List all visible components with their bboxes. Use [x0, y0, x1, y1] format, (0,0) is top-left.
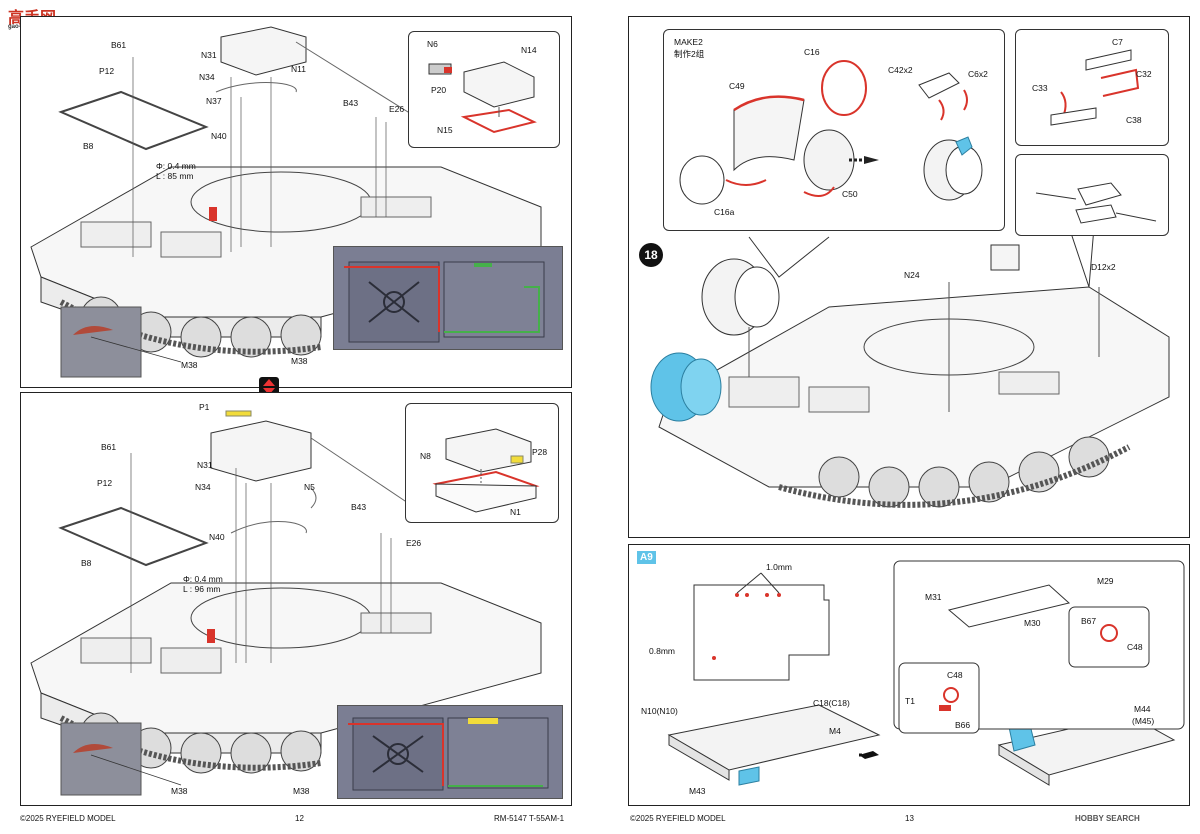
step-18-top-right-callout: C7 C33 C32 C38 [1015, 29, 1169, 146]
label-c38: C38 [1126, 115, 1142, 125]
label-p12: P12 [99, 66, 115, 76]
label-1-0mm: 1.0mm [766, 562, 792, 572]
label-m38-right-bottom: M38 [293, 786, 310, 796]
tank-hull-drawing-bottom [30, 410, 542, 796]
photo-detail-drawing [344, 261, 545, 343]
label-n37: N37 [206, 96, 222, 106]
label-n11: N11 [291, 64, 306, 74]
label-n31-bottom: N31 [197, 460, 213, 470]
label-m45: (M45) [1132, 716, 1155, 726]
label-b66: B66 [955, 720, 971, 730]
label-m29: M29 [1097, 576, 1114, 586]
label-c6: C6x2 [968, 69, 988, 79]
label-n14: N14 [521, 45, 537, 55]
label-c33: C33 [1032, 83, 1048, 93]
photo-detail-bottom-drawing [348, 717, 549, 791]
label-p1: P1 [199, 402, 210, 412]
label-c18: C18(C18) [813, 698, 850, 708]
label-c16a: C16a [714, 207, 735, 217]
hinge-parts-drawing [1035, 182, 1157, 224]
label-p12-bottom: P12 [97, 478, 113, 488]
step-17-photo-detail [333, 246, 563, 350]
label-0-8mm: 0.8mm [649, 646, 675, 656]
tank-rear-drawing [650, 166, 1170, 508]
label-n1: N1 [510, 507, 521, 517]
footer-copyright-right: ©2025 RYEFIELD MODEL [630, 814, 726, 823]
label-m30: M30 [1024, 618, 1041, 628]
step-17-bottom-photo-detail [337, 705, 563, 799]
label-c48-right: C48 [1127, 642, 1143, 652]
label-b8: B8 [83, 141, 94, 151]
label-m38-left-bottom: M38 [171, 786, 188, 796]
label-b8-bottom: B8 [81, 558, 92, 568]
label-b61-bottom: B61 [101, 442, 117, 452]
label-n8: N8 [420, 451, 431, 461]
step-a9-panel: A9 1.0mm 0.8mm N [628, 544, 1190, 806]
label-c49: C49 [729, 81, 745, 91]
label-n40-bottom: N40 [209, 532, 225, 542]
label-make2-cn: 制作2组 [674, 49, 705, 59]
label-m43: M43 [689, 786, 706, 796]
label-c7: C7 [1112, 37, 1123, 47]
label-m4: M4 [829, 726, 841, 736]
label-wire-diameter: Φ: 0.4 mm [156, 161, 196, 171]
label-make2: MAKE2 [674, 37, 703, 47]
label-n15: N15 [437, 125, 453, 135]
label-n31: N31 [201, 50, 217, 60]
step-17-bottom-callout: N8 P28 N1 [405, 403, 559, 523]
footer-copyright-left: ©2025 RYEFIELD MODEL [20, 814, 116, 823]
label-n34-bottom: N34 [195, 482, 211, 492]
step-18-main-callout: MAKE2 制作2组 C16 C49 C42x2 C6x2 C16a C50 [663, 29, 1005, 231]
label-m38-left: M38 [181, 360, 198, 370]
label-c42: C42x2 [888, 65, 913, 75]
footer-page-number-left: 12 [295, 814, 304, 823]
label-b43-bottom: B43 [351, 502, 367, 512]
label-c50: C50 [842, 189, 858, 199]
bracket-parts-drawing [1050, 49, 1140, 126]
label-c32: C32 [1136, 69, 1152, 79]
label-e26: E26 [389, 104, 405, 114]
label-m38-right: M38 [291, 356, 308, 366]
label-n40: N40 [211, 131, 227, 141]
label-wire-length: L : 85 mm [156, 171, 194, 181]
label-m31: M31 [925, 592, 942, 602]
label-b67: B67 [1081, 616, 1097, 626]
left-page: 高手网 gao-shou.com [0, 0, 590, 834]
footer-page-number-right: 13 [905, 814, 914, 823]
drum-assembly-drawing [679, 60, 983, 205]
label-d12: D12x2 [1091, 262, 1116, 272]
label-b61: B61 [111, 40, 127, 50]
label-m44: M44 [1134, 704, 1151, 714]
right-page: 18 N24 D12x2 MAKE2 制作2组 [605, 0, 1200, 834]
footer-product-code: RM-5147 T-55AM-1 [494, 814, 565, 823]
label-c48-inset: C48 [947, 670, 963, 680]
label-n6: N6 [427, 39, 438, 49]
step-18-number: 18 [639, 243, 663, 267]
storage-box-parts-drawing [428, 61, 537, 134]
step-a9-badge: A9 [637, 551, 656, 564]
label-wire-diameter-bottom: Φ: 0.4 mm [183, 574, 223, 584]
step-17-top-panel: B61 P12 N31 N34 N11 N37 N40 B8 B43 E26 Φ… [20, 16, 572, 388]
label-b43: B43 [343, 98, 359, 108]
label-wire-length-bottom: L : 96 mm [183, 584, 221, 594]
label-n5: N5 [304, 482, 315, 492]
label-p20: P20 [431, 85, 447, 95]
label-p28: P28 [532, 447, 548, 457]
label-n10: N10(N10) [641, 706, 678, 716]
step-18-panel: 18 N24 D12x2 MAKE2 制作2组 [628, 16, 1190, 538]
step-18-mid-right-callout [1015, 154, 1169, 236]
step-17-bottom-panel: P1 B61 N31 P12 N34 N5 B43 E26 N40 B8 Φ: … [20, 392, 572, 806]
a9-parts-drawing [667, 560, 1185, 786]
footer-watermark: HOBBY SEARCH [1075, 814, 1140, 823]
step-17-top-callout: N6 N14 P20 N15 [408, 31, 560, 148]
label-n34: N34 [199, 72, 215, 82]
label-t1: T1 [905, 696, 915, 706]
label-c16: C16 [804, 47, 820, 57]
label-e26-bottom: E26 [406, 538, 422, 548]
storage-box-bottom-parts-drawing [432, 428, 540, 513]
label-n24: N24 [904, 270, 920, 280]
